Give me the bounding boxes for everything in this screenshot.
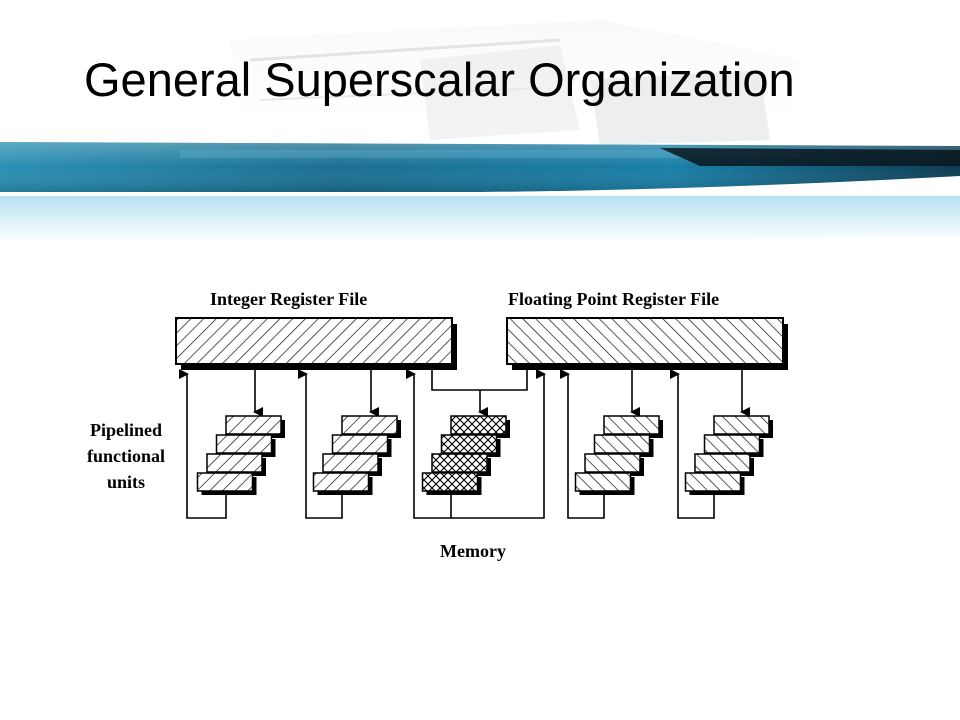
- slide-title: General Superscalar Organization: [84, 53, 795, 106]
- pipeline-stage: [215, 434, 273, 454]
- memory-label: Memory: [440, 541, 506, 561]
- pipeline-stage: [713, 415, 770, 435]
- chip-photo-watermark: [230, 20, 800, 150]
- integer-register-file: [175, 317, 457, 370]
- pipeline-stage: [312, 472, 370, 492]
- pipeline-stage: [206, 453, 263, 473]
- pipeline-stage: [341, 415, 398, 435]
- pipeline-stage: [574, 472, 632, 492]
- pipeline-stage: [225, 415, 282, 435]
- pipeline-stage: [331, 434, 389, 454]
- pipeline-stage: [450, 415, 507, 435]
- pipeline-stage: [431, 453, 488, 473]
- integer-register-file-label: Integer Register File: [210, 289, 367, 309]
- pipeline-stage: [322, 453, 379, 473]
- floating-point-unit-2: [684, 415, 773, 495]
- pipeline-stage: [593, 434, 651, 454]
- pipeline-stage: [603, 415, 660, 435]
- pipelined-functional-units: [196, 415, 773, 495]
- floating-point-unit-1: [574, 415, 663, 495]
- floating-point-register-file: [506, 317, 788, 370]
- pipeline-stage: [684, 472, 742, 492]
- header-banner-reflection: [0, 196, 960, 243]
- pipeline-stage: [703, 434, 761, 454]
- floating-point-register-file-label: Floating Point Register File: [508, 289, 719, 309]
- data-paths: [179, 364, 750, 519]
- header-background: [0, 20, 960, 243]
- integer-unit-2: [312, 415, 401, 495]
- memory-unit: [421, 415, 510, 495]
- pipelined-units-label-line1: Pipelined: [90, 420, 162, 440]
- pipeline-stage: [421, 472, 479, 492]
- pipeline-stage: [584, 453, 641, 473]
- pipelined-units-label-line3: units: [107, 472, 145, 492]
- pipelined-units-label-line2: functional: [87, 446, 165, 466]
- pipeline-stage: [196, 472, 254, 492]
- integer-unit-1: [196, 415, 285, 495]
- pipeline-stage: [694, 453, 751, 473]
- pipeline-stage: [440, 434, 498, 454]
